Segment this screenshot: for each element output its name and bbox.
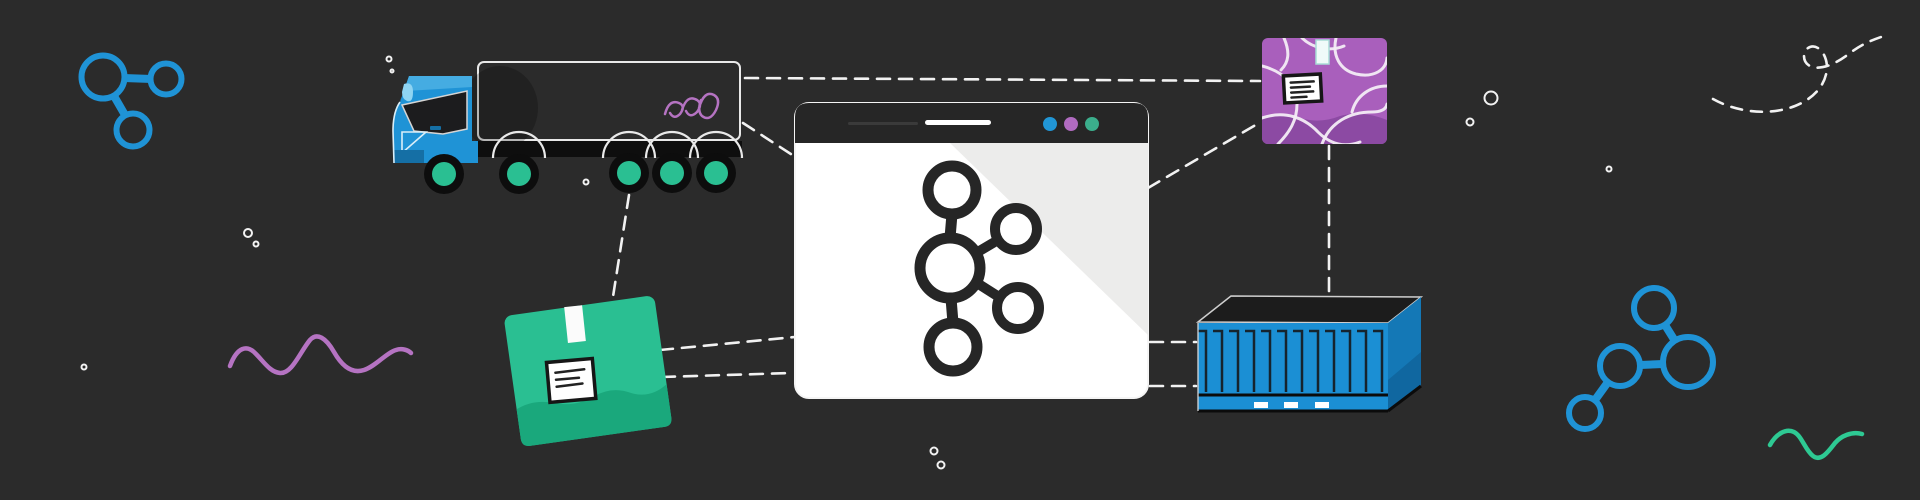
cab-mirror: [402, 83, 413, 102]
container-corrugation: [1197, 329, 1384, 392]
link-truck-kafka-window: [741, 121, 799, 160]
link-green-parcel-kafka-lower: [660, 371, 793, 379]
window-dot-purple: [1064, 117, 1078, 131]
decorations: [78, 34, 1886, 470]
container-marking: [1315, 402, 1329, 408]
link-truck-green-parcel: [610, 193, 631, 305]
kafka-node-top: [922, 160, 982, 220]
parcel-tape: [1315, 39, 1330, 65]
window-texture: [950, 143, 1148, 335]
wheel-arches: [491, 130, 744, 159]
molecule-left-icon: [78, 52, 185, 150]
kafka-node-right-top: [990, 203, 1042, 255]
truck-wheels: [424, 153, 736, 194]
link-truck-purple-parcel: [743, 76, 1262, 83]
container-top-face: [1195, 295, 1424, 324]
cab-door-handle: [430, 126, 441, 130]
cab-windshield: [400, 90, 468, 135]
shipping-container: [1195, 295, 1424, 413]
purple-parcel: [1262, 38, 1387, 144]
link-kafka-purple-parcel: [1146, 121, 1261, 190]
window-dot-blue: [1043, 117, 1057, 131]
truck-wheel: [424, 154, 464, 194]
shipping-label: [1281, 72, 1324, 105]
purple-wave: [227, 334, 414, 376]
kafka-node-center: [914, 232, 986, 304]
titlebar-url-line: [925, 120, 991, 125]
link-green-parcel-kafka-upper: [658, 335, 797, 352]
trailer-scribble: [663, 92, 720, 120]
container-marking: [1254, 402, 1268, 408]
cab-door-trim: [401, 131, 429, 155]
truck-wheel: [609, 153, 649, 193]
truck-chassis: [455, 141, 742, 157]
background-dots: [80, 55, 1613, 470]
truck-wheel: [652, 153, 692, 193]
truck-wheel: [696, 153, 736, 193]
titlebar-smudge: [848, 122, 918, 125]
browser-window: [794, 102, 1149, 399]
container-front-face: [1198, 323, 1388, 411]
purple-parcel-pattern: [1262, 38, 1387, 144]
truck-wheel: [499, 154, 539, 194]
connection-lines: [610, 76, 1331, 388]
parcel-tape: [564, 305, 586, 343]
shipping-label: [544, 356, 598, 405]
truck: [392, 61, 744, 194]
container-marking: [1284, 402, 1298, 408]
kafka-logo: [914, 160, 1044, 377]
truck-cab: [392, 76, 478, 164]
molecule-right-icon: [1566, 285, 1716, 432]
green-parcel: [504, 296, 672, 446]
kafka-node-bottom: [923, 317, 983, 377]
cab-bumper: [393, 150, 424, 163]
kafka-node-right-bottom: [992, 282, 1044, 334]
window-dot-green: [1085, 117, 1099, 131]
green-wave: [1767, 428, 1865, 461]
dashed-curl: [1711, 34, 1886, 114]
